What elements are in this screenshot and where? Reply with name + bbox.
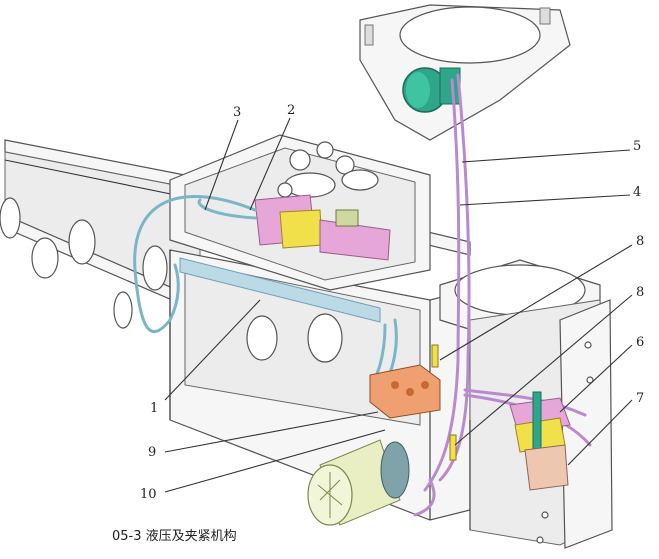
callout-7: 7 xyxy=(636,391,644,406)
callout-8b: 8 xyxy=(636,285,644,300)
top-housing xyxy=(359,4,571,141)
switch-8a xyxy=(431,344,439,368)
callout-1: 1 xyxy=(150,401,158,416)
leader-1 xyxy=(164,299,261,401)
callout-5: 5 xyxy=(633,139,641,154)
beam-hole xyxy=(31,237,59,279)
beam-hole xyxy=(0,197,21,239)
valve-block xyxy=(369,344,457,461)
callout-9: 9 xyxy=(148,445,156,460)
switch-8b xyxy=(449,434,457,461)
callout-3: 3 xyxy=(233,105,241,120)
leader-8a xyxy=(439,244,633,361)
callout-8a: 8 xyxy=(636,234,644,249)
beam-hole xyxy=(142,245,168,291)
callout-2: 2 xyxy=(287,103,295,118)
leader-9 xyxy=(164,411,379,453)
frame-hole xyxy=(246,315,278,361)
leader-6 xyxy=(559,344,633,413)
leader-lines xyxy=(164,117,633,493)
upper-valve xyxy=(254,194,391,261)
clamp-cylinder xyxy=(509,391,571,491)
callout-4: 4 xyxy=(633,185,641,200)
leader-7 xyxy=(567,399,633,466)
leader-3 xyxy=(204,119,239,211)
beam-hole xyxy=(113,291,133,329)
leader-4 xyxy=(459,194,631,206)
pump-motor xyxy=(307,439,410,526)
frame-hole xyxy=(307,313,343,363)
beam-hole xyxy=(68,219,96,265)
figure-caption: 05-3 液压及夹紧机构 xyxy=(112,529,237,544)
callout-10: 10 xyxy=(140,487,157,502)
callout-6: 6 xyxy=(636,335,644,350)
slide-rail xyxy=(179,257,381,323)
callouts: 3 2 5 4 8 8 6 7 1 9 10 xyxy=(140,103,644,502)
leader-5 xyxy=(461,149,631,163)
leader-10 xyxy=(164,429,386,493)
leader-2 xyxy=(249,117,291,211)
leader-8b xyxy=(454,294,633,446)
